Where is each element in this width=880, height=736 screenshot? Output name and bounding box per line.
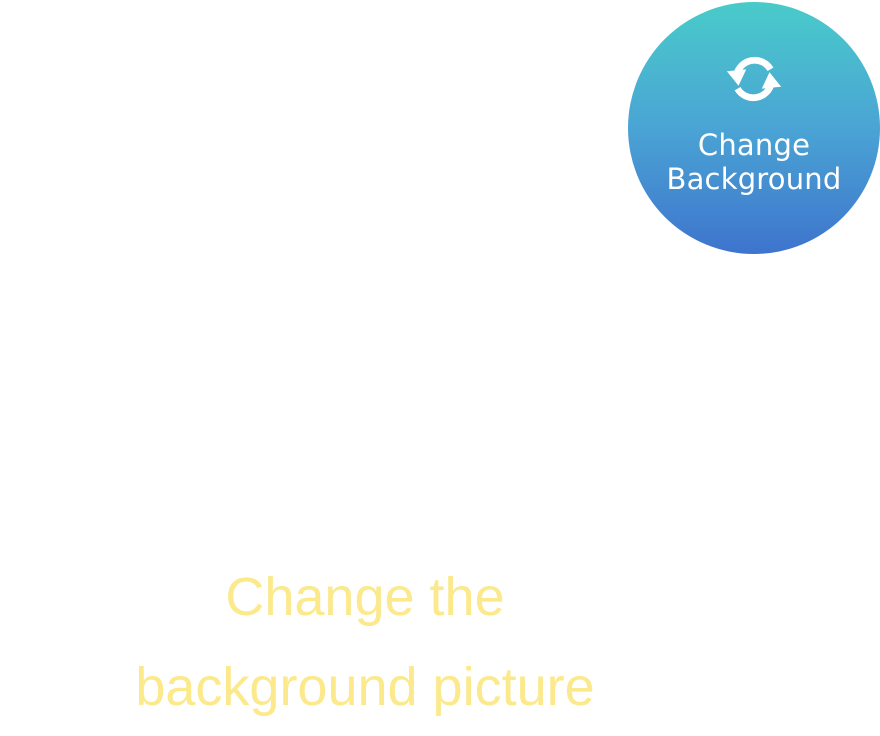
change-background-button[interactable]: Change Background — [628, 2, 880, 254]
hint-text: Change the background picture — [40, 552, 690, 732]
hint-line-2: background picture — [135, 657, 595, 717]
change-background-label: Change Background — [666, 128, 842, 196]
hint-line-1: Change the — [225, 567, 505, 627]
refresh-icon — [726, 56, 782, 102]
